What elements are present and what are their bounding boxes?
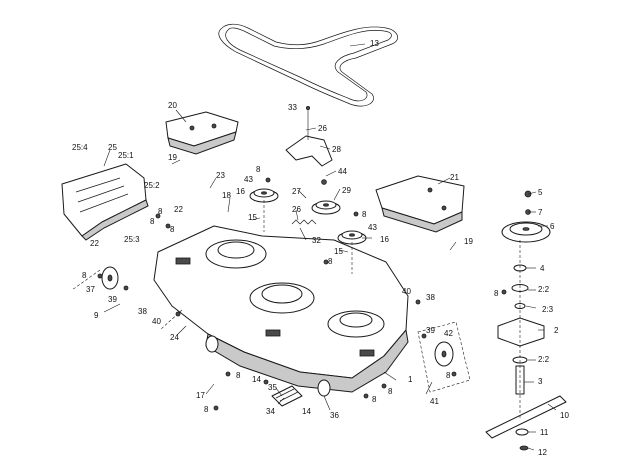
deck-roller-front-left xyxy=(205,335,219,353)
callout-2-2: 2:2 xyxy=(538,355,550,364)
callout-14: 14 xyxy=(302,407,311,416)
callout-42: 42 xyxy=(444,329,453,338)
callout-8: 8 xyxy=(362,210,367,219)
callout-25-4: 25:4 xyxy=(72,143,88,152)
callout-16: 16 xyxy=(380,235,389,244)
callout-40: 40 xyxy=(152,317,161,326)
right-belt-cover xyxy=(375,175,465,233)
callout-23: 23 xyxy=(216,171,225,180)
callout-8: 8 xyxy=(328,257,333,266)
callout-8: 8 xyxy=(170,225,175,234)
callout-8: 8 xyxy=(446,371,451,380)
callout-21: 21 xyxy=(450,173,459,182)
callout-8: 8 xyxy=(256,165,261,174)
callout-44: 44 xyxy=(338,167,347,176)
callout-25-1: 25:1 xyxy=(118,151,134,160)
callout-19: 19 xyxy=(464,237,473,246)
deck-wheel-right xyxy=(434,341,454,367)
callout-5: 5 xyxy=(538,188,543,197)
idler-bracket xyxy=(285,106,333,167)
callout-19: 19 xyxy=(168,153,177,162)
callout-4: 4 xyxy=(540,264,545,273)
callout-32: 32 xyxy=(312,236,321,245)
callout-25-3: 25:3 xyxy=(124,235,140,244)
callout-29: 29 xyxy=(342,186,351,195)
callout-27: 27 xyxy=(292,187,301,196)
deck-wheel-left xyxy=(101,266,119,290)
callout-33: 33 xyxy=(288,103,297,112)
callout-3: 3 xyxy=(538,377,543,386)
callout-15: 15 xyxy=(334,247,343,256)
callout-2-3: 2:3 xyxy=(542,305,554,314)
callout-41: 41 xyxy=(430,397,439,406)
callout-13: 13 xyxy=(370,39,379,48)
callout-8: 8 xyxy=(82,271,87,280)
callout-8: 8 xyxy=(204,405,209,414)
deck-baffle xyxy=(271,385,303,407)
callout-40: 40 xyxy=(402,287,411,296)
callout-2-2: 2:2 xyxy=(538,285,550,294)
center-idler-pulley xyxy=(311,200,341,215)
callout-8: 8 xyxy=(158,207,163,216)
callout-26: 26 xyxy=(318,124,327,133)
callout-39: 39 xyxy=(108,295,117,304)
deck-roller-front-right xyxy=(317,379,331,397)
callout-8: 8 xyxy=(236,371,241,380)
callout-24: 24 xyxy=(170,333,179,342)
callout-22: 22 xyxy=(90,239,99,248)
callout-25: 25 xyxy=(108,143,117,152)
callout-35: 35 xyxy=(268,383,277,392)
callout-9: 9 xyxy=(94,311,99,320)
callout-2: 2 xyxy=(554,326,559,335)
callout-39: 39 xyxy=(426,326,435,335)
callout-38: 38 xyxy=(138,307,147,316)
callout-15: 15 xyxy=(248,213,257,222)
callout-34: 34 xyxy=(266,407,275,416)
callout-8: 8 xyxy=(494,289,499,298)
callout-25-2: 25:2 xyxy=(144,181,160,190)
callout-8: 8 xyxy=(150,217,155,226)
left-belt-cover xyxy=(165,111,239,155)
callout-28: 28 xyxy=(332,145,341,154)
drive-belt xyxy=(218,23,399,107)
callout-43: 43 xyxy=(368,223,377,232)
callout-10: 10 xyxy=(560,411,569,420)
left-pulley xyxy=(249,188,279,203)
callout-36: 36 xyxy=(330,411,339,420)
callout-7: 7 xyxy=(538,208,543,217)
callout-8: 8 xyxy=(372,395,377,404)
discharge-chute xyxy=(61,163,149,241)
callout-11: 11 xyxy=(540,428,549,437)
mower-deck-housing xyxy=(153,225,409,393)
callout-38: 38 xyxy=(426,293,435,302)
callout-6: 6 xyxy=(550,222,555,231)
callout-14: 14 xyxy=(252,375,261,384)
callout-22: 22 xyxy=(174,205,183,214)
callout-18: 18 xyxy=(222,191,231,200)
spindle-assembly xyxy=(485,190,567,451)
callout-37: 37 xyxy=(86,285,95,294)
idler-spring xyxy=(291,219,317,225)
callout-26: 26 xyxy=(292,205,301,214)
callout-43: 43 xyxy=(244,175,253,184)
callout-12: 12 xyxy=(538,448,547,457)
callout-17: 17 xyxy=(196,391,205,400)
callout-16: 16 xyxy=(236,187,245,196)
callout-8: 8 xyxy=(388,387,393,396)
callout-20: 20 xyxy=(168,101,177,110)
wheel-assembly-group-outline xyxy=(417,321,471,393)
callout-1: 1 xyxy=(408,375,413,384)
